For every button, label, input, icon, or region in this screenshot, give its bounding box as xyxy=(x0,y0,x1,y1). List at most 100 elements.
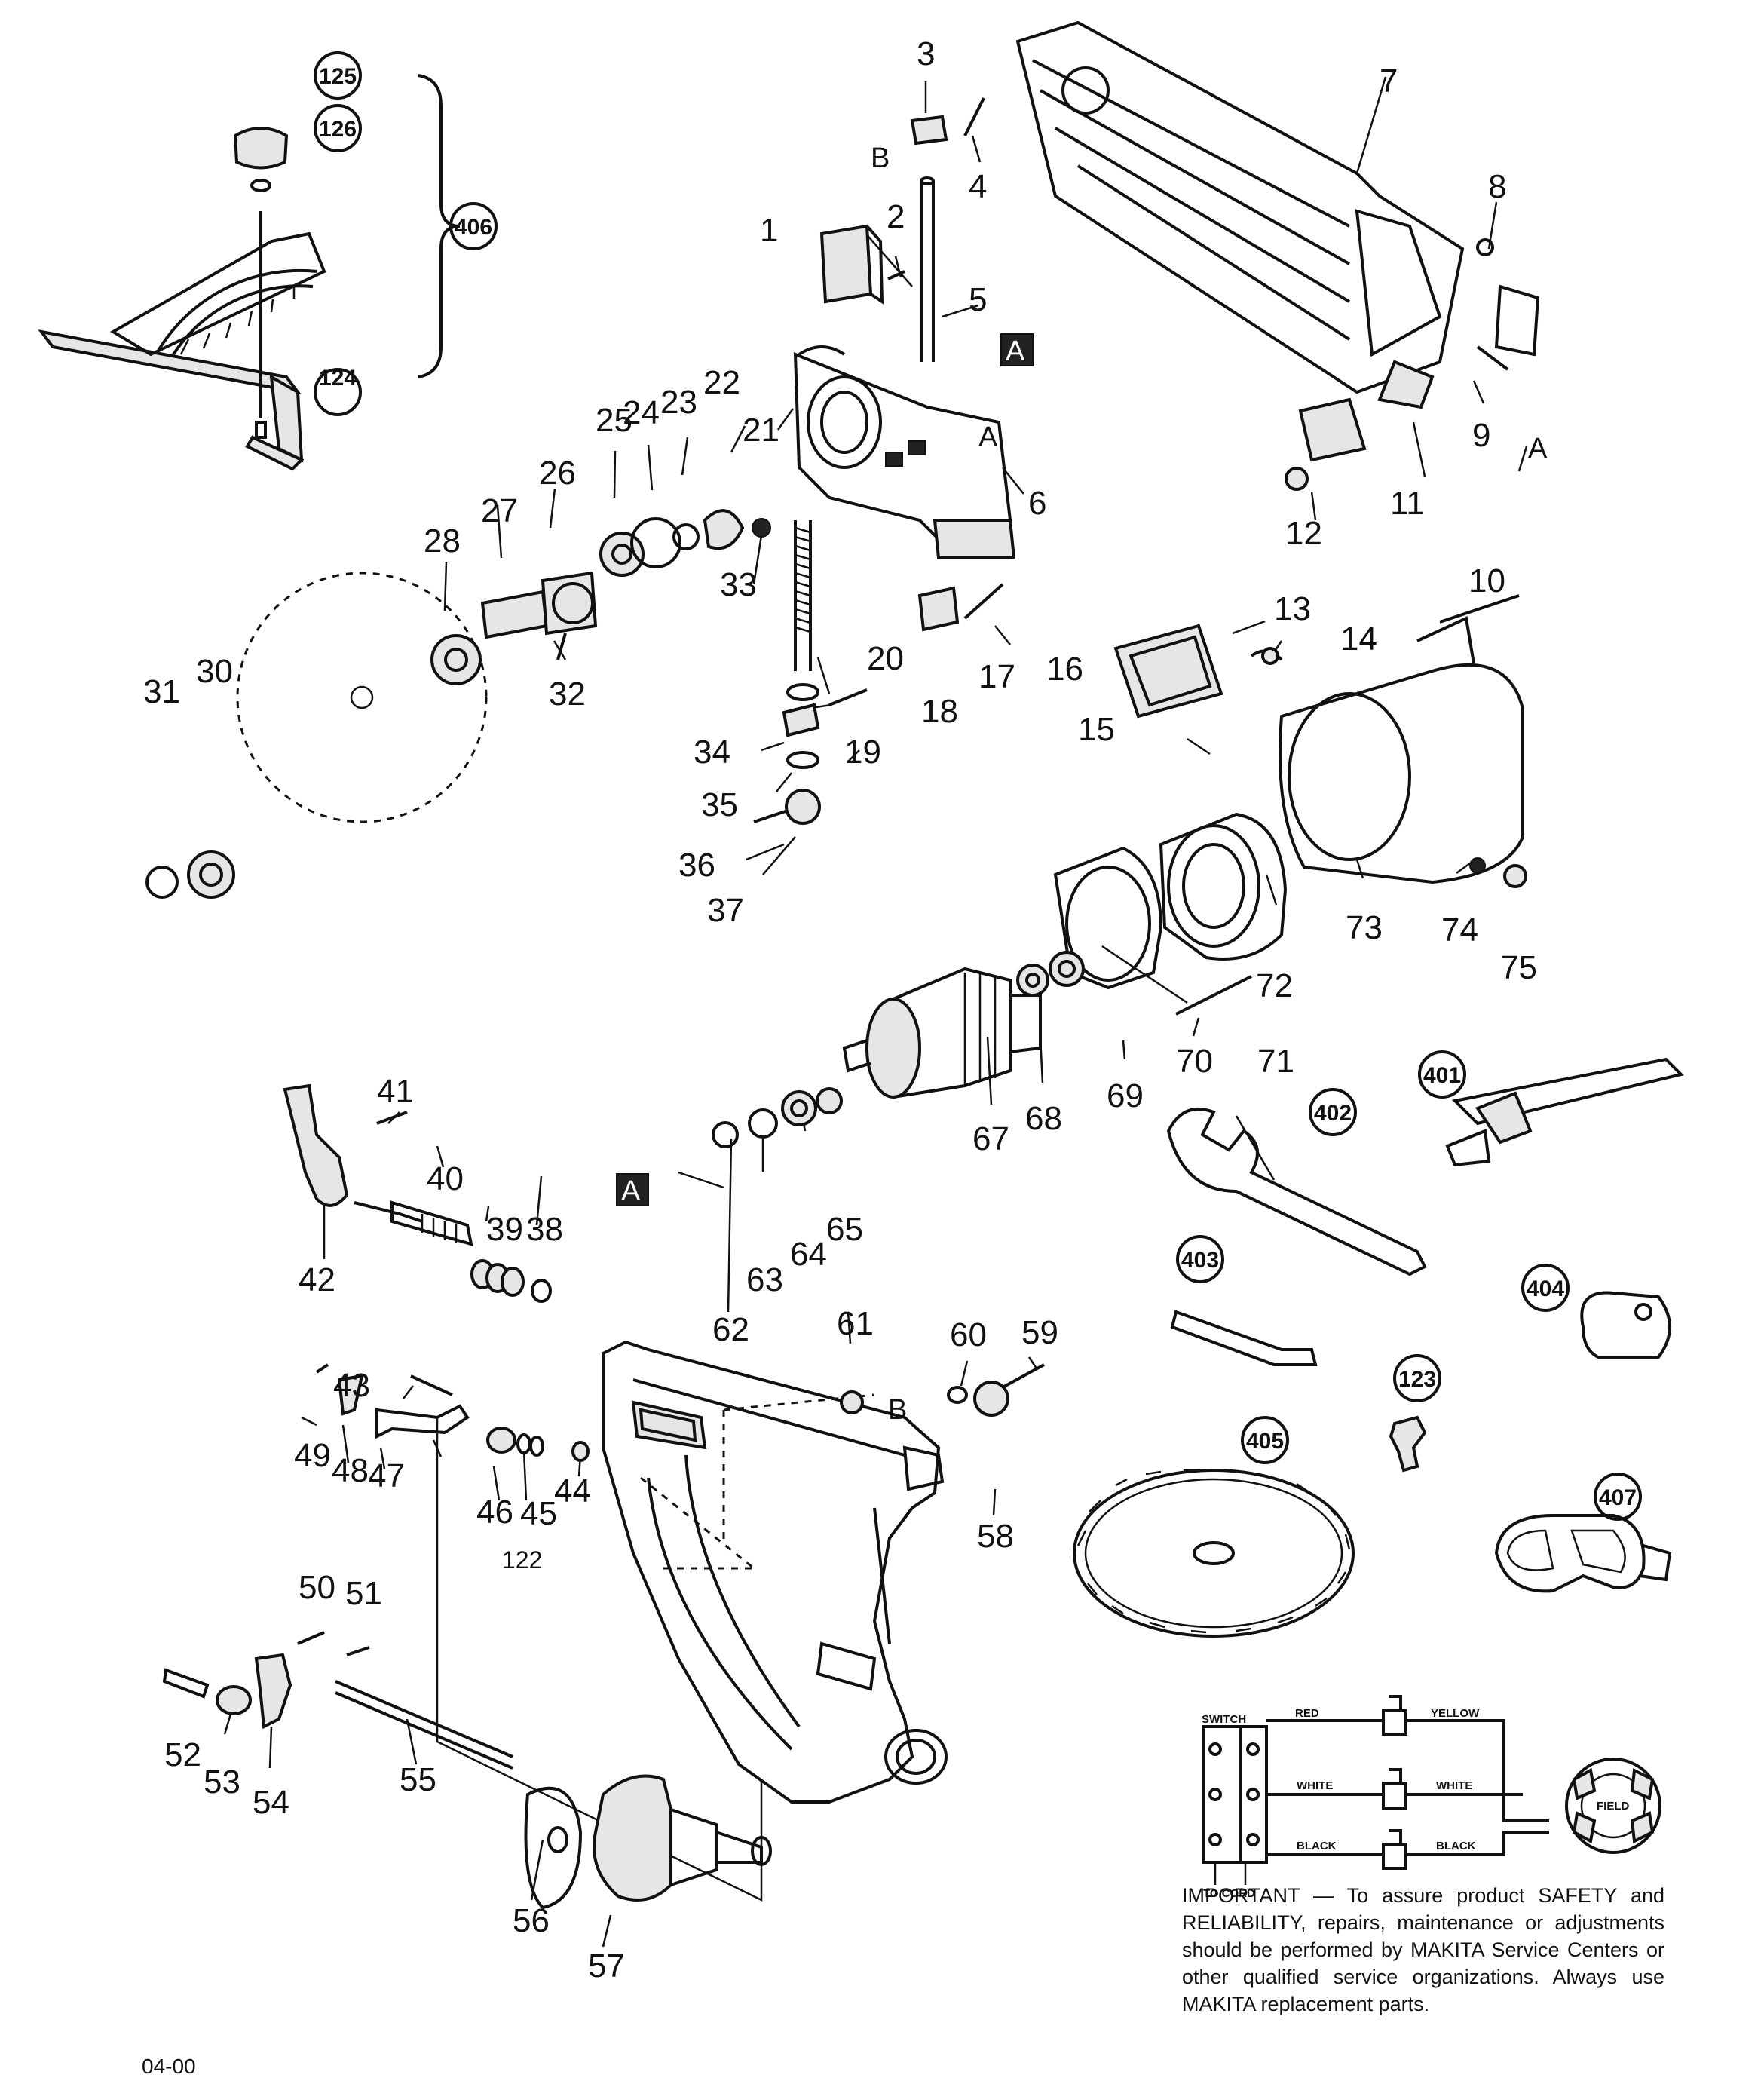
callout-33: 33 xyxy=(720,566,757,603)
callout-47: 47 xyxy=(368,1457,405,1494)
callout-38: 38 xyxy=(526,1211,563,1248)
callout-43: 43 xyxy=(333,1367,370,1404)
motor-field xyxy=(1016,812,1288,1016)
circled-callout-402: 402 xyxy=(1314,1101,1352,1126)
callout-7: 7 xyxy=(1380,63,1398,100)
callout-70: 70 xyxy=(1176,1043,1213,1080)
callout-31: 31 xyxy=(143,673,180,710)
wiring-diagram: SWITCH RED YELLOW WHITE WHITE BLACK BLAC… xyxy=(1202,1695,1661,1900)
wire-label-switch: SWITCH xyxy=(1202,1713,1246,1726)
callout-20: 20 xyxy=(867,640,904,677)
callout-75: 75 xyxy=(1500,949,1537,986)
callout-72: 72 xyxy=(1256,967,1293,1004)
callout-52: 52 xyxy=(164,1736,201,1773)
lower-bracket xyxy=(917,583,1004,632)
callout-14: 14 xyxy=(1340,621,1377,657)
safety-notice: IMPORTANT — To assure product SAFETY and… xyxy=(1182,1884,1664,2015)
callout-17: 17 xyxy=(978,658,1015,695)
bracket-part xyxy=(819,224,905,305)
callout-68: 68 xyxy=(1025,1100,1062,1137)
callout-23: 23 xyxy=(660,384,697,421)
wire-label-black-right: BLACK xyxy=(1436,1840,1476,1853)
callout-36: 36 xyxy=(678,847,715,884)
saw-blade-accessory xyxy=(1073,1469,1355,1638)
wire-label-to-cord: TO CORD xyxy=(1203,1887,1255,1900)
callout-22: 22 xyxy=(703,364,740,401)
callout-8: 8 xyxy=(1488,168,1506,205)
callout-46: 46 xyxy=(476,1494,513,1531)
callout-64: 64 xyxy=(790,1236,827,1273)
callout-2: 2 xyxy=(887,198,905,235)
circled-callout-401: 401 xyxy=(1423,1063,1461,1088)
saw-blade-outline xyxy=(236,572,488,823)
ref-letters: B A A B xyxy=(871,143,1548,1426)
arbor-group xyxy=(145,509,771,899)
callout-65: 65 xyxy=(826,1211,863,1248)
safety-goggles xyxy=(1494,1514,1672,1593)
armature xyxy=(712,967,1042,1148)
callout-11: 11 xyxy=(1390,485,1425,522)
callout-16: 16 xyxy=(1046,651,1083,688)
field-ring xyxy=(1565,1758,1661,1854)
callout-26: 26 xyxy=(539,455,576,492)
callout-74: 74 xyxy=(1441,912,1478,948)
motor-housing xyxy=(1113,594,1527,888)
wire-label-red: RED xyxy=(1295,1707,1319,1720)
ref-box-a-left: A xyxy=(621,1175,641,1207)
callout-55: 55 xyxy=(400,1761,436,1798)
circled-callout-123: 123 xyxy=(1398,1367,1436,1392)
circled-callout-404: 404 xyxy=(1527,1276,1564,1301)
callout-53: 53 xyxy=(204,1764,240,1800)
callout-6: 6 xyxy=(1028,485,1046,522)
saw-base-frame xyxy=(602,1340,948,1804)
callout-61: 61 xyxy=(837,1305,874,1342)
callout-58: 58 xyxy=(977,1518,1014,1555)
callout-41: 41 xyxy=(377,1073,414,1110)
callout-5: 5 xyxy=(969,281,987,318)
circled-callout-125: 125 xyxy=(319,64,357,89)
callout-42: 42 xyxy=(299,1261,335,1298)
callout-69: 69 xyxy=(1107,1077,1144,1114)
circled-callout-403: 403 xyxy=(1181,1248,1219,1273)
callout-122: 122 xyxy=(502,1546,542,1574)
callout-56: 56 xyxy=(513,1902,550,1939)
callout-35: 35 xyxy=(701,786,738,823)
callout-28: 28 xyxy=(424,523,461,559)
ref-letter-a-mid: A xyxy=(978,421,998,453)
push-pin xyxy=(1389,1415,1427,1473)
callout-4: 4 xyxy=(969,168,987,205)
vertical-shaft xyxy=(910,97,985,362)
callout-15: 15 xyxy=(1078,711,1115,748)
wire-label-white-right: WHITE xyxy=(1436,1779,1472,1792)
callout-50: 50 xyxy=(299,1569,335,1606)
lower-linkage xyxy=(162,1631,513,1770)
key xyxy=(1580,1291,1671,1359)
wire-label-field: FIELD xyxy=(1597,1800,1629,1813)
callout-13: 13 xyxy=(1274,590,1311,627)
gear-housing xyxy=(793,345,1016,559)
callout-54: 54 xyxy=(253,1784,289,1821)
callout-71: 71 xyxy=(1257,1043,1294,1080)
callout-44: 44 xyxy=(554,1473,591,1509)
callout-49: 49 xyxy=(294,1437,331,1474)
ref-letter-a-right: A xyxy=(1528,433,1548,464)
shaft-wrench xyxy=(1170,1310,1318,1366)
wire-label-white-left: WHITE xyxy=(1297,1779,1333,1792)
ref-boxes: A A xyxy=(616,333,1034,1207)
callout-59: 59 xyxy=(1021,1314,1058,1351)
callout-62: 62 xyxy=(712,1311,749,1348)
callout-73: 73 xyxy=(1346,909,1383,946)
callout-19: 19 xyxy=(844,734,881,771)
ref-letter-b-bottom: B xyxy=(888,1394,907,1426)
callout-21: 21 xyxy=(743,412,779,449)
callout-51: 51 xyxy=(345,1575,382,1612)
circled-callout-124: 124 xyxy=(319,366,357,391)
callout-34: 34 xyxy=(694,734,730,771)
circled-callout-406: 406 xyxy=(455,215,492,240)
right-fasteners xyxy=(840,1363,1045,1417)
circled-callout-126: 126 xyxy=(319,117,357,142)
callout-45: 45 xyxy=(520,1495,557,1532)
callout-40: 40 xyxy=(427,1160,464,1197)
callout-numbers: 1 2 3 4 5 6 7 8 9 10 11 12 13 14 15 16 1… xyxy=(143,35,1537,1984)
circled-callout-407: 407 xyxy=(1599,1485,1637,1510)
